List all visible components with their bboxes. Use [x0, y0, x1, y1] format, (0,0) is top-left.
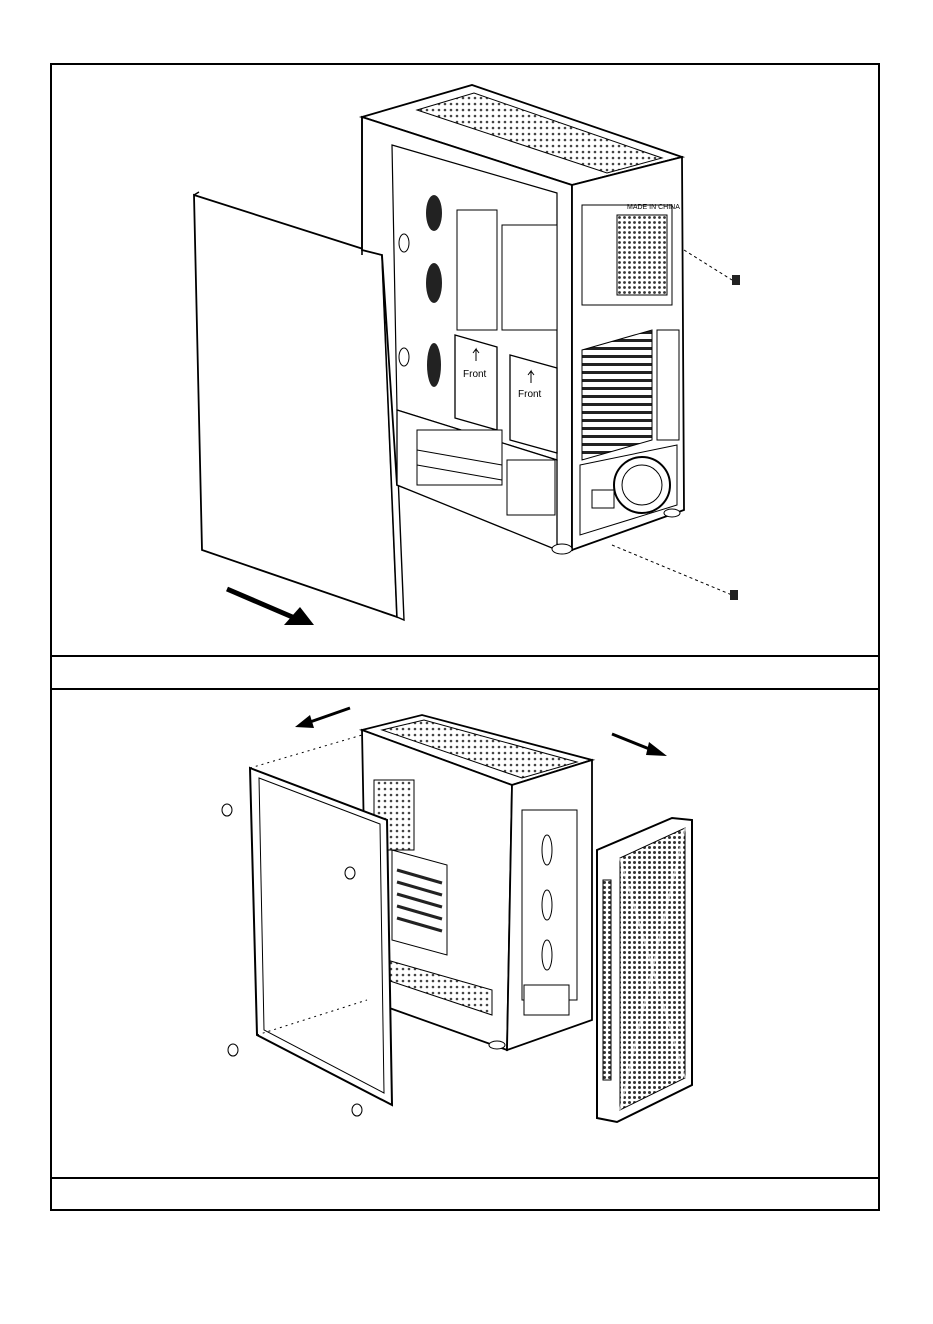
label-made-in-china: MADE IN CHINA — [627, 204, 680, 211]
caption-step-2 — [52, 1177, 878, 1211]
caption-step-1 — [52, 655, 878, 690]
figure-remove-side-panel: Front Front MADE IN CHINA — [52, 65, 878, 655]
figure-remove-glass-and-front-panel — [52, 690, 878, 1177]
direction-arrow — [227, 589, 314, 625]
case-body — [362, 715, 592, 1050]
arrow-left — [295, 708, 350, 728]
case-rear-illustration: Front Front MADE IN CHINA — [52, 65, 878, 655]
instruction-sheet: Front Front MADE IN CHINA — [50, 63, 880, 1211]
arrow-right — [612, 734, 667, 756]
front-mesh-panel — [597, 818, 692, 1122]
case-front-illustration — [52, 690, 878, 1177]
side-panel — [194, 192, 404, 620]
label-front-right: Front — [518, 389, 542, 400]
case-rear: MADE IN CHINA — [552, 157, 684, 554]
label-front-left: Front — [463, 369, 487, 380]
